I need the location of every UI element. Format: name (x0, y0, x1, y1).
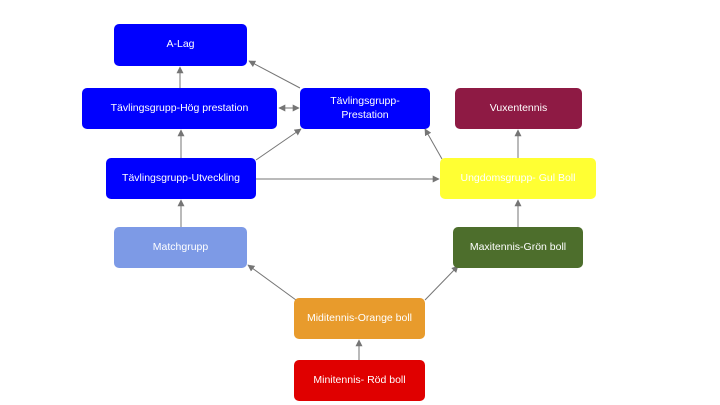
edge-ungdom-to-prest (424, 128, 443, 160)
node-ungdomsgrupp-gul-boll[interactable]: Ungdomsgrupp- Gul Boll (440, 158, 596, 199)
node-label: Vuxentennis (489, 101, 548, 114)
node-tavlingsgrupp-hog-prestation[interactable]: Tävlingsgrupp-Hög prestation (82, 88, 277, 129)
node-minitennis-rod-boll[interactable]: Minitennis- Röd boll (294, 360, 425, 401)
node-tavlingsgrupp-prestation[interactable]: Tävlingsgrupp-Prestation (300, 88, 430, 129)
node-label: A-Lag (166, 38, 195, 51)
edge-midi-to-maxi (424, 265, 459, 301)
node-matchgrupp[interactable]: Matchgrupp (114, 227, 247, 268)
node-vuxentennis[interactable]: Vuxentennis (455, 88, 582, 129)
node-label: Ungdomsgrupp- Gul Boll (460, 171, 576, 184)
node-maxitennis-gron-boll[interactable]: Maxitennis-Grön boll (453, 227, 583, 268)
node-label: Tävlingsgrupp-Utveckling (122, 171, 240, 184)
node-miditennis-orange-boll[interactable]: Miditennis-Orange boll (294, 298, 425, 339)
edge-utv-to-prest (255, 128, 302, 161)
node-tavlingsgrupp-utveckling[interactable]: Tävlingsgrupp-Utveckling (106, 158, 256, 199)
node-label: Tävlingsgrupp-Hög prestation (110, 101, 249, 114)
node-label: Miditennis-Orange boll (306, 311, 413, 324)
edge-midi-to-match (247, 264, 297, 301)
node-a-lag[interactable]: A-Lag (114, 24, 247, 66)
edge-prest-to-alag (248, 60, 301, 89)
node-label: Tävlingsgrupp-Prestation (330, 94, 400, 121)
node-label: Maxitennis-Grön boll (469, 240, 567, 253)
node-label: Matchgrupp (152, 240, 209, 253)
node-label: Minitennis- Röd boll (313, 373, 406, 386)
